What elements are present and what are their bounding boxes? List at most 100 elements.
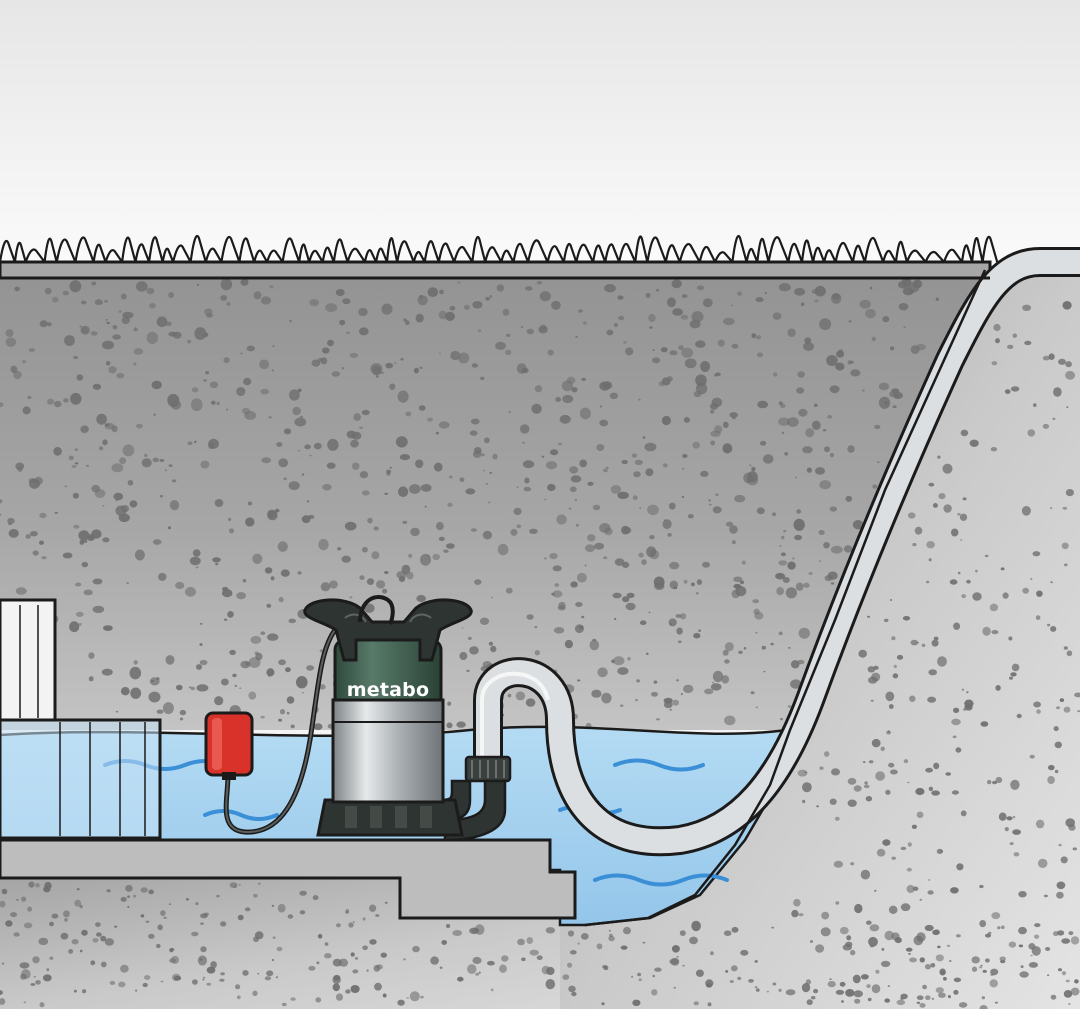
soil-speckle <box>505 349 512 355</box>
soil-speckle <box>979 920 987 928</box>
soil-speckle <box>329 580 338 589</box>
soil-speckle <box>845 989 855 997</box>
soil-speckle <box>405 411 412 417</box>
soil-speckle <box>35 980 41 985</box>
soil-speckle <box>144 453 148 458</box>
soil-speckle <box>278 458 289 468</box>
soil-speckle <box>1012 829 1021 835</box>
soil-speckle <box>529 528 538 534</box>
soil-speckle <box>614 617 617 621</box>
soil-speckle <box>406 571 414 580</box>
soil-speckle <box>771 512 777 517</box>
float-switch-cable-highlight <box>225 629 336 834</box>
soil-speckle <box>654 967 662 972</box>
soil-speckle <box>16 898 19 901</box>
soil-speckle <box>928 669 937 676</box>
soil-speckle <box>386 471 391 476</box>
soil-speckle <box>861 974 869 980</box>
soil-speckle <box>927 696 936 703</box>
soil-speckle <box>634 459 643 465</box>
soil-speckle <box>482 469 485 472</box>
soil-speckle <box>714 425 723 434</box>
soil-speckle <box>395 436 408 448</box>
soil-speckle <box>1012 333 1017 338</box>
soil-speckle <box>989 979 998 988</box>
soil-speckle <box>602 381 613 390</box>
soil-speckle <box>216 894 220 898</box>
soil-speckle <box>614 558 625 566</box>
soil-speckle <box>831 768 840 776</box>
soil-speckle <box>214 696 224 706</box>
soil-speckle <box>450 350 461 361</box>
soil-speckle <box>271 958 274 962</box>
soil-speckle <box>859 299 871 309</box>
soil-speckle <box>950 887 959 894</box>
soil-speckle <box>650 691 659 697</box>
soil-speckle <box>127 905 130 909</box>
soil-speckle <box>216 401 220 406</box>
soil-speckle <box>890 598 893 602</box>
soil-speckle <box>869 286 873 290</box>
soil-speckle <box>160 980 164 983</box>
soil-speckle <box>571 387 578 393</box>
soil-speckle <box>695 969 704 977</box>
soil-speckle <box>223 618 228 621</box>
soil-speckle <box>288 481 300 491</box>
soil-speckle <box>824 446 830 453</box>
soil-speckle <box>71 939 79 945</box>
soil-speckle <box>1056 706 1060 710</box>
soil-speckle <box>617 491 629 499</box>
soil-speckle <box>195 902 199 906</box>
soil-speckle <box>148 933 155 939</box>
soil-speckle <box>562 974 570 980</box>
soil-speckle <box>457 281 461 284</box>
soil-speckle <box>997 926 1001 930</box>
soil-speckle <box>338 958 348 967</box>
soil-speckle <box>274 508 280 513</box>
soil-speckle <box>878 382 890 391</box>
soil-speckle <box>1058 968 1062 972</box>
soil-speckle <box>993 323 1001 332</box>
soil-speckle <box>1074 692 1080 698</box>
soil-speckle <box>169 947 175 952</box>
soil-speckle <box>578 625 584 630</box>
soil-speckle <box>156 943 161 949</box>
soil-speckle <box>516 524 522 529</box>
soil-speckle <box>698 629 701 632</box>
soil-speckle <box>931 790 940 796</box>
soil-speckle <box>5 920 13 927</box>
soil-speckle <box>277 903 286 913</box>
soil-speckle <box>729 980 734 983</box>
soil-speckle <box>60 932 69 940</box>
soil-speckle <box>994 1001 998 1004</box>
soil-speckle <box>272 345 275 347</box>
soil-speckle <box>62 290 69 296</box>
soil-speckle <box>252 553 263 564</box>
soil-speckle <box>786 417 799 427</box>
soil-speckle <box>903 759 909 764</box>
soil-speckle <box>584 564 587 567</box>
soil-speckle <box>979 1005 988 1009</box>
soil-speckle <box>795 582 804 591</box>
soil-speckle <box>408 484 421 494</box>
soil-speckle <box>995 338 1000 344</box>
soil-speckle <box>881 947 885 951</box>
soil-speckle <box>559 414 571 424</box>
soil-speckle <box>210 400 216 405</box>
soil-speckle <box>1021 506 1031 516</box>
soil-speckle <box>910 291 913 294</box>
soil-speckle <box>620 945 628 950</box>
soil-speckle <box>446 543 455 549</box>
soil-speckle <box>953 977 962 983</box>
soil-speckle <box>874 889 877 892</box>
soil-speckle <box>376 580 386 589</box>
soil-speckle <box>336 923 341 928</box>
soil-speckle <box>267 633 279 641</box>
soil-speckle <box>160 910 166 916</box>
soil-speckle <box>200 946 207 953</box>
soil-speckle <box>435 431 439 435</box>
soil-speckle <box>951 718 961 726</box>
soil-speckle <box>823 542 830 549</box>
soil-speckle <box>830 582 835 585</box>
soil-speckle <box>980 964 983 967</box>
